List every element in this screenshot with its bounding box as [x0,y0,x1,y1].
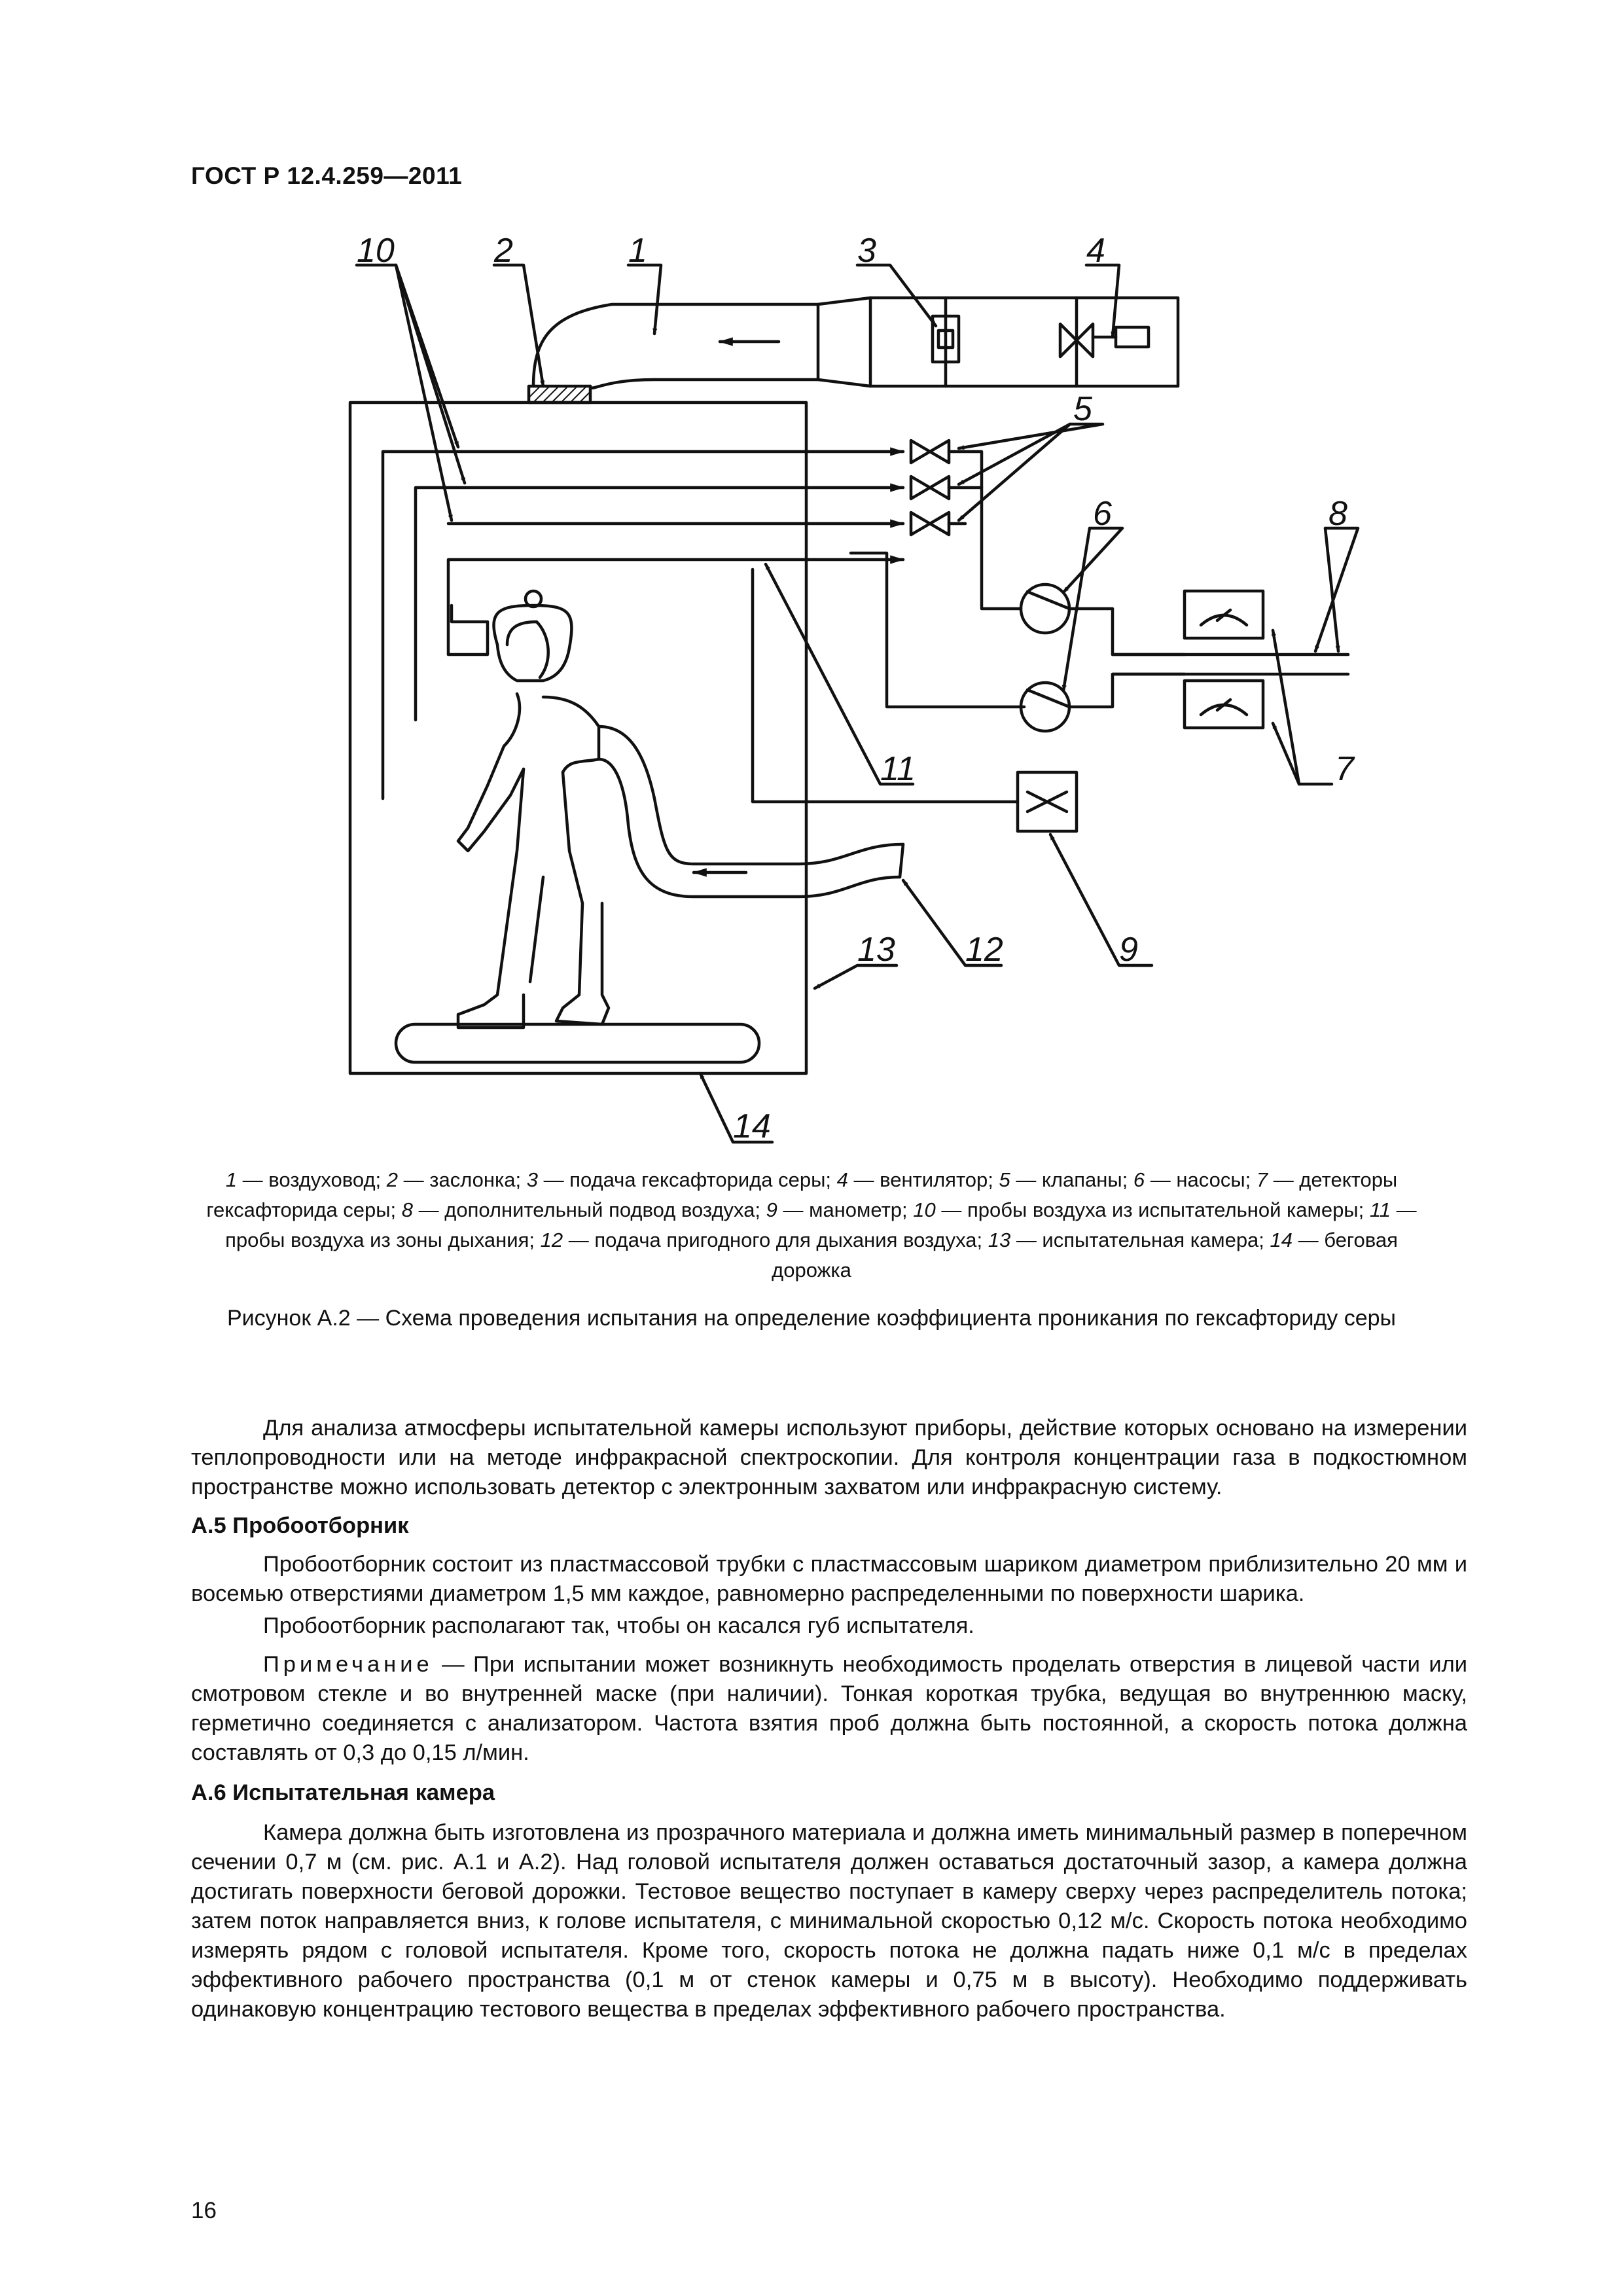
sf6-feed [931,296,961,388]
callout-11: 11 [880,750,916,788]
figure-legend: 1 — воздуховод; 2 — заслонка; 3 — подача… [206,1168,1417,1282]
note-label: Примечание [263,1652,433,1677]
damper [527,384,592,404]
chamber-sample-lines [381,447,905,800]
manometer [1016,770,1079,833]
callout-2: 2 [493,232,513,270]
callout-14: 14 [733,1107,771,1145]
section-title-a5: А.5 Пробоотборник [191,1513,409,1538]
callout-9: 9 [1119,931,1138,969]
callout-7: 7 [1335,750,1355,788]
callout-3: 3 [857,232,876,270]
callout-10: 10 [357,232,395,270]
paragraph-chamber: Камера должна быть изготовлена из прозра… [191,1820,1467,2022]
note-text: — При испытании может возникнуть необход… [191,1652,1467,1765]
callout-5: 5 [1073,390,1093,428]
tester-figure [446,589,611,1030]
document-header: ГОСТ Р 12.4.259—2011 [191,162,463,189]
paragraph-sampler: Пробоотборник состоит из пластмассовой т… [191,1552,1467,1606]
fan [1058,296,1150,388]
air-duct [531,296,1180,390]
callout-1: 1 [628,232,647,270]
callout-13: 13 [857,931,895,969]
breathing-air-hose [597,725,905,899]
sf6-detectors [1183,589,1265,730]
treadmill [394,1022,761,1064]
pumps [1019,583,1071,733]
valves [909,439,951,537]
page-number: 16 [191,2198,217,2223]
paragraph-sampler-position: Пробоотборник располагают так, чтобы он … [263,1613,974,1638]
note-paragraph: Примечание — При испытании может возникн… [191,1650,1467,1768]
section-title-a6: А.6 Испытательная камера [191,1780,495,1805]
additional-air-supply [1111,653,1350,676]
body-text: Для анализа атмосферы испытательной каме… [191,1414,1467,2024]
test-chamber [348,401,808,1075]
callout-6: 6 [1093,495,1112,533]
figure-caption: Рисунок А.2 — Схема проведения испытания… [226,1306,1396,1331]
callout-4: 4 [1086,232,1105,270]
paragraph-analysis: Для анализа атмосферы испытательной каме… [191,1416,1467,1499]
test-scheme-diagram: 10 2 1 3 4 5 6 8 7 11 13 12 9 14 [348,232,1360,1145]
callout-numbers: 10 2 1 3 4 5 6 8 7 11 13 12 9 14 [357,232,1355,1145]
callout-8: 8 [1329,495,1347,533]
leader-lines [355,263,1360,1144]
callout-12: 12 [965,931,1003,969]
